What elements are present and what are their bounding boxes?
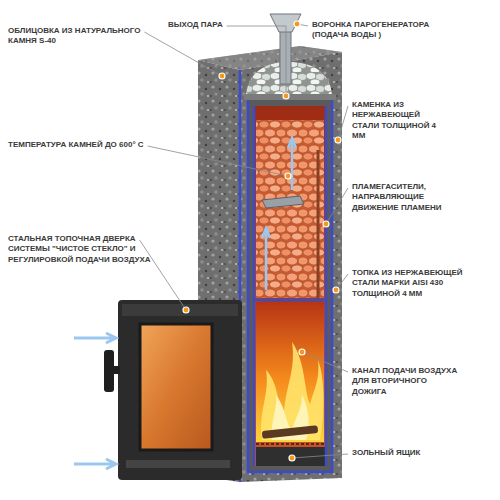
callout-dot xyxy=(323,221,329,227)
callout-dot xyxy=(219,73,225,79)
leader-line xyxy=(148,146,288,176)
callout-dot xyxy=(299,349,305,355)
callout-dot xyxy=(333,287,339,293)
callout-label: ТОПКА ИЗ НЕРЖАВЕЮЩЕЙ СТАЛИ МАРКИ AISI 43… xyxy=(352,268,464,299)
leader-line xyxy=(140,240,186,310)
leader-line xyxy=(338,106,348,140)
callout-label: ЗОЛЬНЫЙ ЯЩИК xyxy=(352,448,462,458)
callout-dot xyxy=(294,21,300,27)
callout-label: ТЕМПЕРАТУРА КАМНЕЙ ДО 600° С xyxy=(8,140,168,150)
callout-dot xyxy=(285,173,291,179)
callout-label: СТАЛЬНАЯ ТОПОЧНАЯ ДВЕРКА СИСТЕМЫ "ЧИСТОЕ… xyxy=(8,234,158,265)
callout-dot xyxy=(335,137,341,143)
leader-line xyxy=(144,32,222,76)
callout-label: ВОРОНКА ПАРОГЕНЕРАТОРА (ПОДАЧА ВОДЫ ) xyxy=(312,20,432,41)
callout-dot xyxy=(283,93,289,99)
callout-label: ВЫХОД ПАРА xyxy=(168,20,258,30)
callout-dot xyxy=(183,307,189,313)
leader-line xyxy=(292,454,348,458)
leader-line xyxy=(302,352,348,372)
callout-label: ПЛАМЕГАСИТЕЛИ, НАПРАВЛЯЮЩИЕ ДВИЖЕНИЕ ПЛА… xyxy=(352,182,472,213)
leader-line xyxy=(227,26,286,96)
callout-label: КАМЕНКА ИЗ НЕРЖАВЕЮЩЕЙ СТАЛИ ТОЛЩИНОЙ 4 … xyxy=(352,100,448,142)
leader-line xyxy=(326,188,348,224)
callout-label: ОБЛИЦОВКА ИЗ НАТУРАЛЬНОГО КАМНЯ S-40 xyxy=(8,26,148,47)
callout-dot xyxy=(289,455,295,461)
callout-label: КАНАЛ ПОДАЧИ ВОЗДУХА ДЛЯ ВТОРИЧНОГО ДОЖИ… xyxy=(352,366,462,397)
